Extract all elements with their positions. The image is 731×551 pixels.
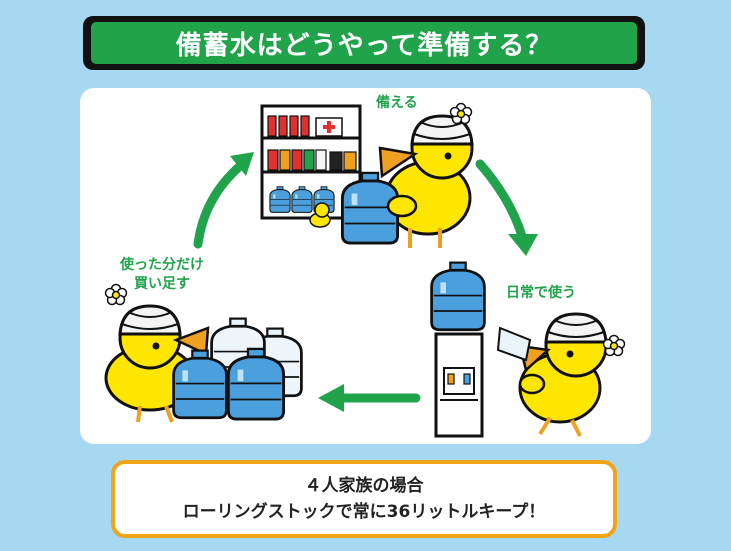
step-label-restock-line2: 買い足す bbox=[134, 276, 190, 292]
chick-character-icon bbox=[496, 312, 626, 437]
rolling-stock-diagram bbox=[104, 102, 626, 438]
note-box: ４人家族の場合 ローリングストックで常に36リットルキープ！ bbox=[111, 460, 617, 538]
step-label-restock: 使った分だけ 買い足す bbox=[120, 256, 204, 294]
title-banner: 備蓄水はどうやって準備する？ bbox=[83, 16, 645, 70]
note-line2: ローリングストックで常に36リットルキープ！ bbox=[182, 502, 546, 522]
cycle-arrow-icon bbox=[193, 152, 538, 412]
diagram-panel: 備える 日常で使う 使った分だけ 買い足す bbox=[80, 88, 651, 444]
note-line1: ４人家族の場合 bbox=[304, 476, 424, 496]
page-title: 備蓄水はどうやって準備する？ bbox=[91, 22, 637, 64]
step-label-use: 日常で使う bbox=[506, 285, 576, 301]
chick-character-icon bbox=[309, 202, 331, 228]
first-aid-kit-icon bbox=[315, 117, 343, 137]
chick-character-icon bbox=[340, 102, 474, 248]
chick-character-icon bbox=[104, 283, 303, 423]
flower-icon bbox=[449, 102, 473, 125]
step-label-restock-line1: 使った分だけ bbox=[120, 257, 204, 273]
step-label-store: 備える bbox=[376, 95, 418, 111]
water-dispenser-icon bbox=[430, 261, 486, 438]
